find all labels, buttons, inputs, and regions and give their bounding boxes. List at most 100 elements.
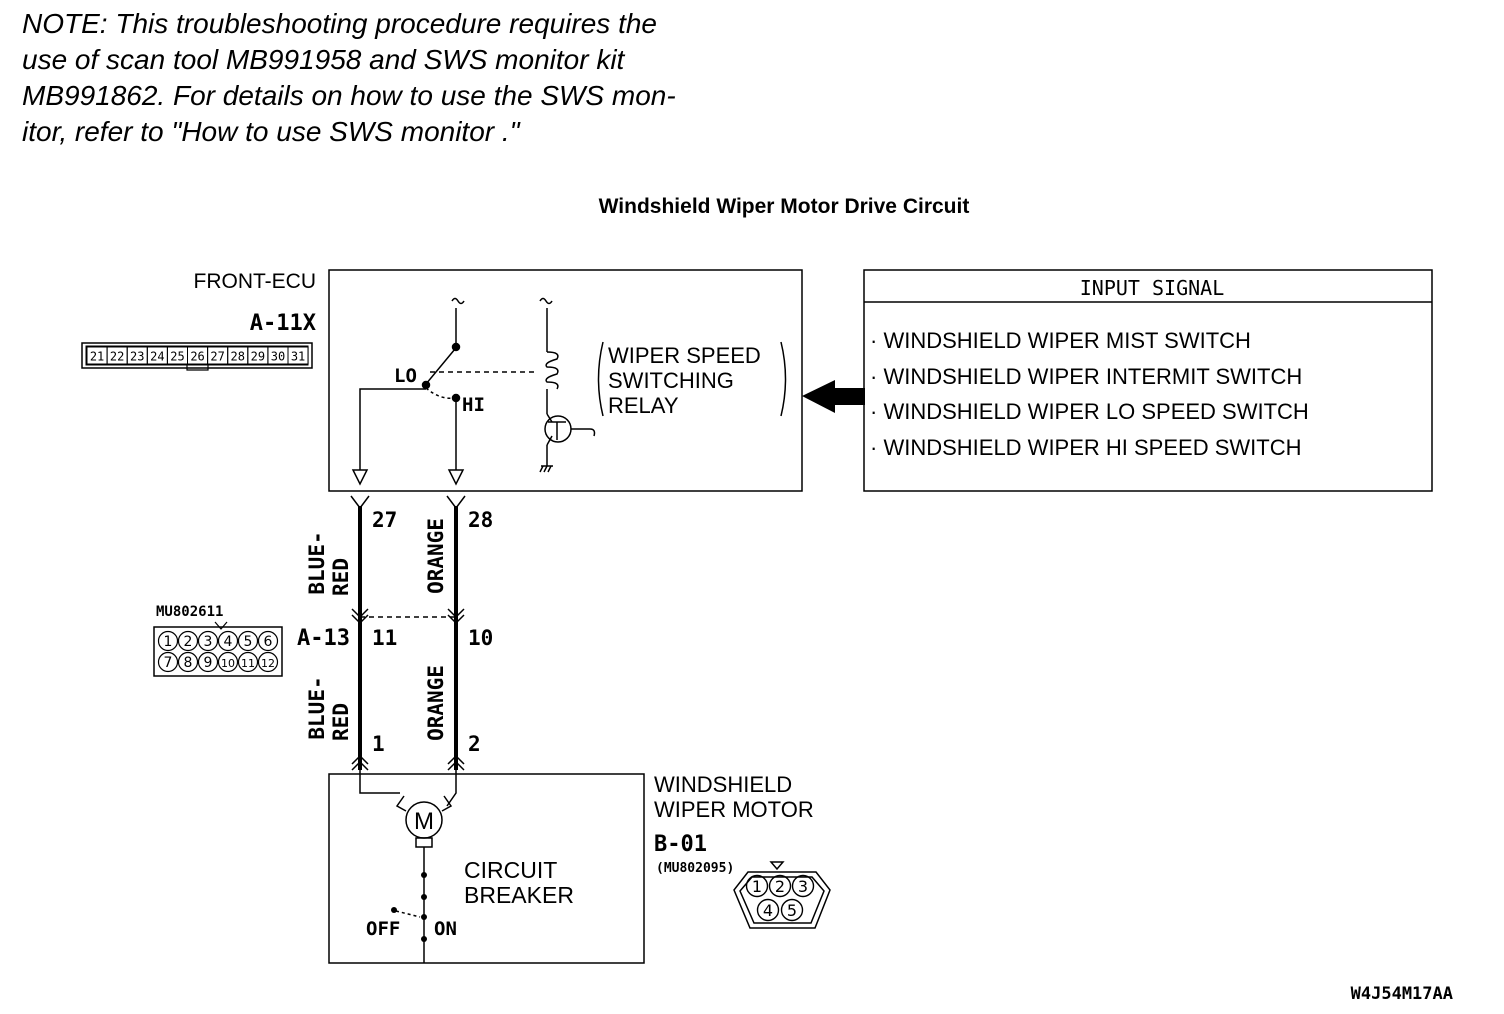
input-signal-item: · WINDSHIELD WIPER HI SPEED SWITCH (870, 435, 1301, 460)
note-line: use of scan tool MB991958 and SWS monito… (22, 44, 625, 75)
connector-pin-number: 22 (110, 350, 124, 364)
figure-code: W4J54M17AA (1351, 984, 1453, 1004)
connector-pin-number: 28 (231, 350, 245, 364)
connector-pin-number: 3 (798, 877, 808, 896)
connector-pin-cell (257, 651, 279, 673)
wiper-motor-box (328, 773, 645, 964)
input-signal-item: · WINDSHIELD WIPER LO SPEED SWITCH (870, 399, 1309, 424)
wire-color-label: RED (329, 703, 353, 741)
motor-m-icon: M (414, 808, 434, 835)
joint-connector-part-number: MU802611 (156, 604, 223, 620)
wiper-motor-label: WINDSHIELD (654, 772, 792, 797)
connector-pin-number: 7 (164, 655, 173, 671)
motor-connector-id: B-01 (654, 832, 707, 857)
connector-pin-cell (197, 630, 219, 652)
connector-pin-number: 4 (224, 634, 233, 650)
switch-lo-label: LO (394, 365, 417, 387)
relay-coil-icon (539, 297, 559, 414)
connector-pin-cell (177, 651, 199, 673)
input-signal-item: · WINDSHIELD WIPER MIST SWITCH (870, 328, 1251, 353)
input-signal-box (863, 269, 1433, 492)
connector-pin-cell (257, 630, 279, 652)
connector-pin-number: 5 (787, 901, 797, 920)
note-line: MB991862. For details on how to use the … (22, 80, 676, 111)
connector-pin-number: 25 (170, 350, 184, 364)
connector-pin-cell (791, 874, 815, 898)
pin-number: 10 (468, 626, 493, 650)
switch-hi-label: HI (462, 394, 485, 416)
connector-pin-cell (237, 630, 259, 652)
pin-number: 1 (372, 732, 385, 756)
connector-pin-number: 3 (204, 634, 213, 650)
relay-label-line: RELAY (608, 393, 679, 418)
connector-pin-number: 23 (130, 350, 144, 364)
troubleshooting-note: NOTE: This troubleshooting procedure req… (22, 6, 782, 150)
connector-pin-number: 29 (251, 350, 265, 364)
breaker-contacts (391, 872, 427, 942)
connector-pin-cell (780, 898, 804, 922)
pin-number: 11 (372, 626, 397, 650)
connector-pin-number: 31 (291, 350, 305, 364)
connector-pin-cell (157, 651, 179, 673)
relay-bracket (597, 341, 787, 417)
front-ecu-connector-id: A-11X (250, 311, 316, 336)
connector-pin-cell (287, 346, 309, 365)
wiper-motor-label: WIPER MOTOR (654, 797, 814, 822)
lo-hi-switch (351, 297, 537, 486)
note-line: NOTE: This troubleshooting procedure req… (22, 8, 657, 39)
connector-pin-number: 2 (775, 877, 785, 896)
connector-pin-cell (237, 651, 259, 673)
diagram-title: Windshield Wiper Motor Drive Circuit (599, 195, 970, 218)
breaker-on-label: ON (434, 918, 457, 940)
connector-pin-cell (217, 630, 239, 652)
connector-pin-cell (217, 651, 239, 673)
connector-pin-cell (197, 651, 219, 673)
pin-number: 28 (468, 508, 493, 532)
connector-pin-number: 6 (264, 634, 273, 650)
breaker-off-label: OFF (366, 918, 400, 940)
connector-pin-number: 11 (241, 657, 255, 670)
connector-pin-cell (756, 898, 780, 922)
connector-pin-number: 2 (184, 634, 193, 650)
connector-pin-number: 27 (210, 350, 224, 364)
connector-pin-number: 9 (204, 655, 213, 671)
wire-color-label: BLUE- (305, 531, 329, 594)
wire-color-label: ORANGE (424, 518, 448, 594)
input-arrow-icon (802, 380, 865, 413)
connector-pin-cell (157, 630, 179, 652)
connector-pin-cell (768, 874, 792, 898)
wire-color-label: ORANGE (424, 665, 448, 741)
front-ecu-box (328, 269, 803, 492)
connector-pin-number: 21 (90, 350, 104, 364)
connector-pin-cell (177, 630, 199, 652)
wire-harness (350, 495, 466, 771)
transistor-icon (539, 413, 596, 473)
connector-pin-number: 10 (221, 657, 235, 670)
connector-pin-cell (745, 874, 769, 898)
joint-connector-id: A-13 (297, 626, 350, 651)
input-signal-header: INPUT SIGNAL (1080, 276, 1225, 300)
motor-internal-wiring (359, 770, 457, 963)
wire-color-label: RED (329, 558, 353, 596)
connector-pin-number: 26 (190, 350, 204, 364)
connector-pin-number: 1 (752, 877, 762, 896)
pin-number: 27 (372, 508, 397, 532)
relay-label-line: WIPER SPEED (608, 343, 761, 368)
connector-pin-number: 5 (244, 634, 253, 650)
front-ecu-connector-face: 21 22 23 24 25 26 27 28 29 30 31 (81, 342, 313, 371)
motor-connector-part-number: (MU802095) (656, 861, 734, 876)
connector-pin-number: 30 (271, 350, 285, 364)
circuit-breaker-label: BREAKER (464, 882, 574, 908)
input-signal-item: · WINDSHIELD WIPER INTERMIT SWITCH (870, 364, 1302, 389)
note-line: itor, refer to "How to use SWS monitor .… (22, 116, 520, 147)
circuit-breaker-label: CIRCUIT (464, 857, 557, 883)
connector-pin-number: 12 (261, 657, 275, 670)
connector-pin-number: 8 (184, 655, 193, 671)
pin-number: 2 (468, 732, 481, 756)
front-ecu-label: FRONT-ECU (194, 270, 317, 293)
connector-pin-number: 1 (164, 634, 173, 650)
connector-pin-number: 24 (150, 350, 164, 364)
